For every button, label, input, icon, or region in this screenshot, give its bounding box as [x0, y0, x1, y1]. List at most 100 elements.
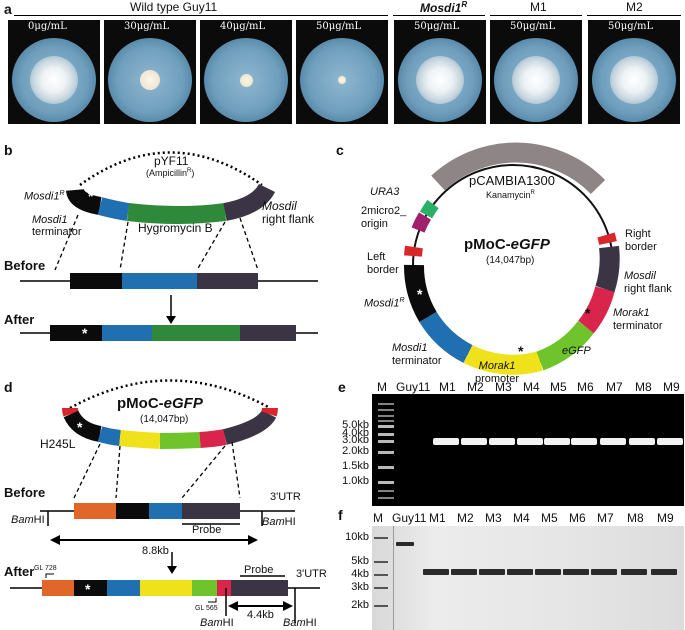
left-border-seg	[404, 245, 423, 257]
mosdi1-terminator-line2: terminator	[32, 226, 82, 239]
gel-f-sample-band	[535, 569, 561, 575]
d-before-dark	[182, 503, 240, 519]
group-rule-mosdi1r	[393, 15, 485, 16]
gel-e-lane-label: M6	[577, 380, 594, 394]
petri-dish	[12, 38, 96, 122]
before-label-b: Before	[4, 258, 46, 273]
gel-e-marker-label: 1.0kb	[342, 475, 369, 487]
gel-e-ladder-band	[378, 481, 394, 484]
plasmid-name-gene-d: eGFP	[163, 395, 203, 412]
left-border-label: Left border	[367, 251, 399, 276]
mosdi1-term-line2-c: terminator	[392, 354, 442, 367]
gel-e-sample-band	[517, 438, 543, 445]
panel-b-label: b	[4, 142, 13, 158]
gel-f-ladder-band	[374, 605, 388, 607]
gel-e-lane-label: M1	[439, 380, 456, 394]
gel-f-ladder-divider	[393, 526, 394, 630]
group-label-mosdi1r: Mosdi1R	[420, 1, 467, 15]
d-before-black	[116, 503, 149, 519]
petri-condition-label: 0μg/mL	[28, 21, 67, 32]
gl565-primer	[208, 598, 217, 603]
morak1-term-line2: terminator	[613, 319, 663, 332]
h245l-label: H245L	[40, 437, 76, 451]
mosdi1-term-seg	[419, 311, 473, 363]
gel-e-sample-band	[433, 438, 459, 445]
hygromycin-label: Hygromycin B	[138, 221, 213, 235]
gel-e-ladder-band	[378, 425, 394, 428]
petri-dish	[494, 38, 578, 122]
d-red-right	[261, 407, 278, 417]
gel-f-marker-label: 5kb	[351, 555, 369, 567]
after-label-d: After	[4, 564, 35, 579]
guide-3	[196, 221, 226, 271]
gel-f-lane-label: M6	[569, 511, 586, 525]
after-dark	[240, 325, 296, 341]
group-rule-m2	[587, 15, 681, 16]
d-red	[199, 429, 227, 448]
before-dark	[197, 273, 258, 289]
gel-e-ladder-band	[378, 409, 394, 411]
bamhi-left-bam: Bam	[11, 514, 34, 526]
gel-f-lane-label: M9	[657, 511, 674, 525]
petri-condition-label: 50μg/mL	[510, 21, 556, 32]
gel-e-ladder-band	[378, 466, 394, 469]
gel-e-marker-label: 5.0kb	[342, 419, 369, 431]
mosdi1r-sup-c: R	[399, 297, 405, 304]
d-after-green	[192, 580, 217, 596]
gel-f-marker-label: 4kb	[351, 568, 369, 580]
kan-label: KanamycinR	[486, 190, 535, 200]
morak1-prom-label: Morak1 promoter	[475, 360, 519, 385]
probe-before: Probe	[192, 524, 222, 536]
bamhi-mid-after: BamHI	[200, 618, 234, 629]
gl728-label: GL 728	[34, 565, 57, 572]
left-border-line1: Left	[367, 251, 386, 263]
utr-before: 3'UTR	[270, 491, 301, 503]
petri-condition-label: 50μg/mL	[414, 21, 460, 32]
petri-plate	[588, 20, 680, 124]
gel-e-ladder-band	[378, 415, 394, 417]
right-flank-line2-c: right flank	[624, 282, 672, 295]
right-border-label: Right border	[625, 228, 657, 253]
petri-condition-label: 30μg/mL	[124, 21, 170, 32]
gel-e-lane-label: M	[377, 380, 387, 394]
d-before-blue	[149, 503, 182, 519]
group-label-m2: M2	[626, 0, 643, 14]
gel-f-ladder-band	[374, 587, 388, 589]
panel-a-label: a	[4, 1, 12, 17]
d-guide-4	[231, 441, 241, 499]
fungal-colony	[30, 56, 78, 104]
pcambia-arc	[431, 142, 606, 195]
insert-green	[126, 203, 227, 224]
after-blue	[102, 325, 152, 341]
after-green	[152, 325, 240, 341]
panel-b-diagram	[20, 151, 318, 341]
gel-f-lane-label: M8	[627, 511, 644, 525]
egfp-seg	[536, 320, 594, 371]
morak1-term-seg	[578, 286, 615, 334]
insert-black	[66, 188, 102, 215]
star-c-yellow: *	[518, 343, 524, 359]
insert-dark	[223, 183, 276, 221]
petri-condition-label: 50μg/mL	[316, 21, 362, 32]
petri-condition-label: 50μg/mL	[608, 21, 654, 32]
after-label-b: After	[4, 312, 35, 327]
arrow-head	[166, 316, 176, 324]
ura3-seg	[419, 199, 439, 219]
gel-e-ladder-band	[378, 490, 394, 492]
gel-e-sample-band	[571, 438, 597, 445]
gel-e-sample-band	[629, 438, 655, 445]
gel-e-sample-band	[544, 438, 570, 445]
gel-f-lane-label: M5	[541, 511, 558, 525]
d-green	[159, 432, 201, 449]
pyf11-label: pYF11	[154, 154, 189, 168]
fungal-colony	[338, 76, 346, 84]
right-border-line2: border	[625, 240, 657, 253]
probe-after: Probe	[244, 564, 274, 576]
mosdi1-term-label-c: Mosdi1 terminator	[392, 342, 442, 367]
d-guide-3	[181, 445, 226, 499]
d-span-8-8-left-head	[50, 535, 60, 545]
plasmid-name-d: pMoC-eGFP	[117, 396, 203, 411]
mosdi1r-seg	[403, 264, 437, 323]
d-blue	[97, 426, 121, 446]
gel-e-sample-band	[461, 438, 487, 445]
